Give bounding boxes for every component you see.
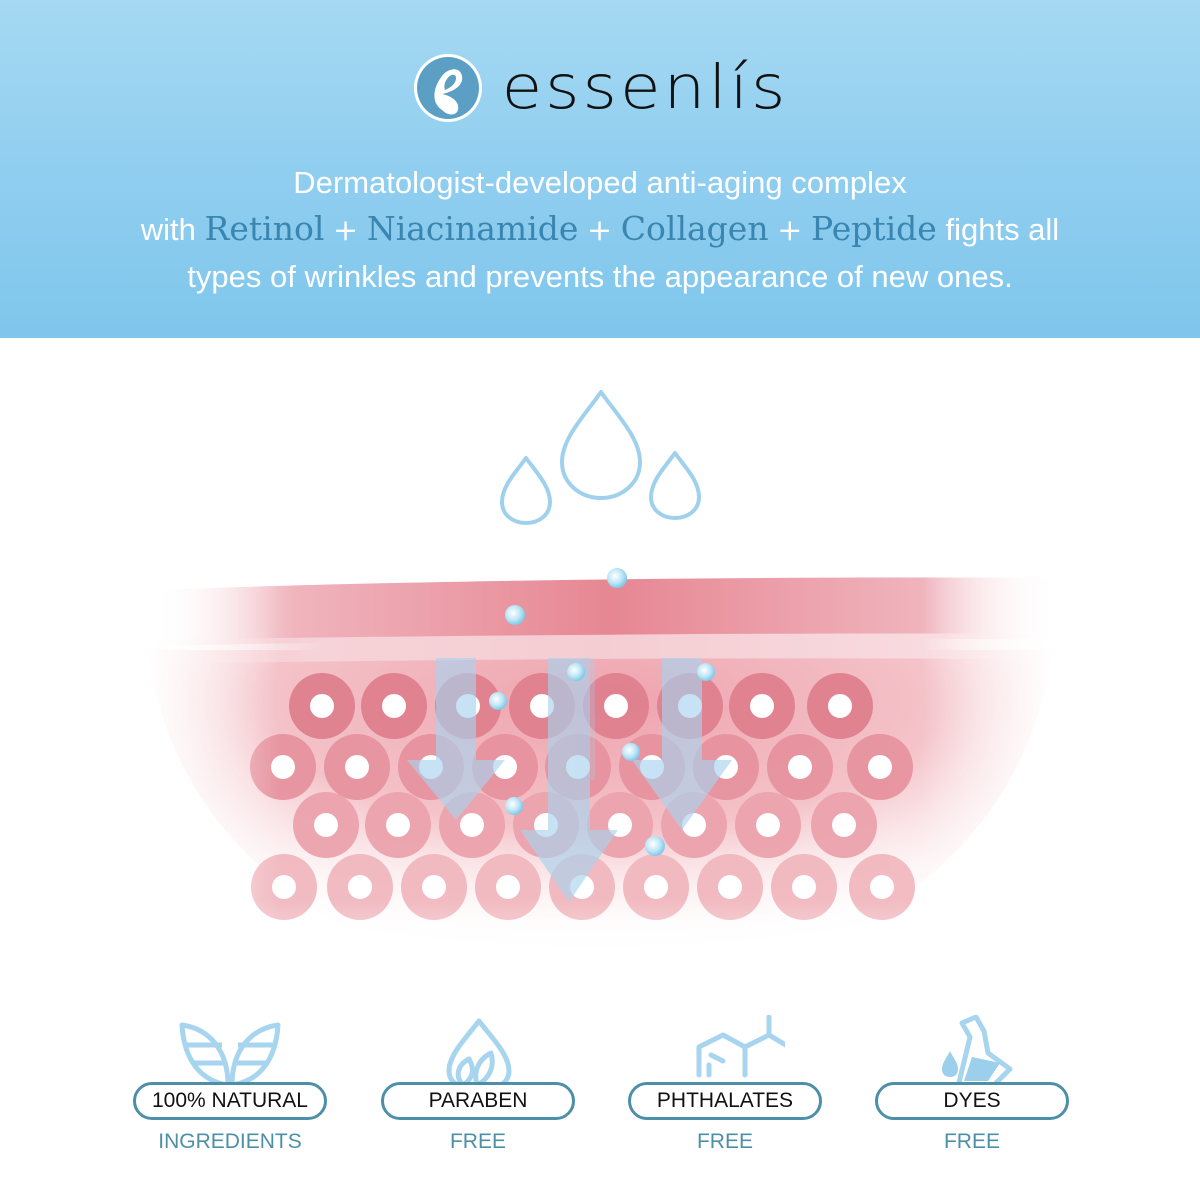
ingredient-collagen: Collagen xyxy=(620,209,769,248)
ingredient-retinol: Retinol xyxy=(204,209,325,248)
drop-leaf-icon xyxy=(446,1018,512,1087)
badge-phthalates-free: PHTHALATES FREE xyxy=(625,1010,825,1170)
badge-sublabel: INGREDIENTS xyxy=(158,1130,302,1153)
e-monogram-icon xyxy=(413,54,482,122)
badge-dyes-free: DYES FREE xyxy=(872,1010,1072,1170)
badge-label: DYES xyxy=(875,1082,1069,1120)
tagline-line-1: Dermatologist-developed anti-aging compl… xyxy=(293,165,907,200)
tagline-line-2: with Retinol + Niacinamide + Collagen + … xyxy=(140,209,1060,248)
molecule-icon xyxy=(696,1015,785,1078)
flask-icon xyxy=(942,1015,1013,1087)
water-droplets-icon xyxy=(500,390,701,525)
tagline: Dermatologist-developed anti-aging compl… xyxy=(0,160,1200,300)
badge-label: PARABEN xyxy=(381,1082,575,1120)
leaves-icon xyxy=(179,1022,281,1087)
skin-absorption-diagram xyxy=(0,338,1200,1018)
badge-sublabel: FREE xyxy=(449,1130,506,1153)
serum-bubbles xyxy=(489,568,715,856)
badge-sublabel: FREE xyxy=(696,1130,753,1153)
brand-name: essenlís xyxy=(501,52,789,123)
tagline-line-3: types of wrinkles and prevents the appea… xyxy=(187,259,1013,294)
badge-natural-ingredients: 100% NATURAL INGREDIENTS xyxy=(130,1010,330,1170)
badge-sublabel: FREE xyxy=(943,1130,1000,1153)
ingredient-niacinamide: Niacinamide xyxy=(366,209,579,248)
ingredient-peptide: Peptide xyxy=(810,209,937,248)
header-banner: essenlís Dermatologist-developed anti-ag… xyxy=(0,0,1200,338)
absorption-arrows xyxy=(407,658,732,902)
product-claims: 100% NATURAL INGREDIENTS PARABEN FREE PH… xyxy=(0,1010,1200,1180)
badge-label: PHTHALATES xyxy=(628,1082,822,1120)
brand-logo: essenlís xyxy=(0,48,1200,128)
badge-label: 100% NATURAL xyxy=(133,1082,327,1120)
badge-paraben-free: PARABEN FREE xyxy=(378,1010,578,1170)
skin-layers-illustration xyxy=(140,390,1060,1010)
